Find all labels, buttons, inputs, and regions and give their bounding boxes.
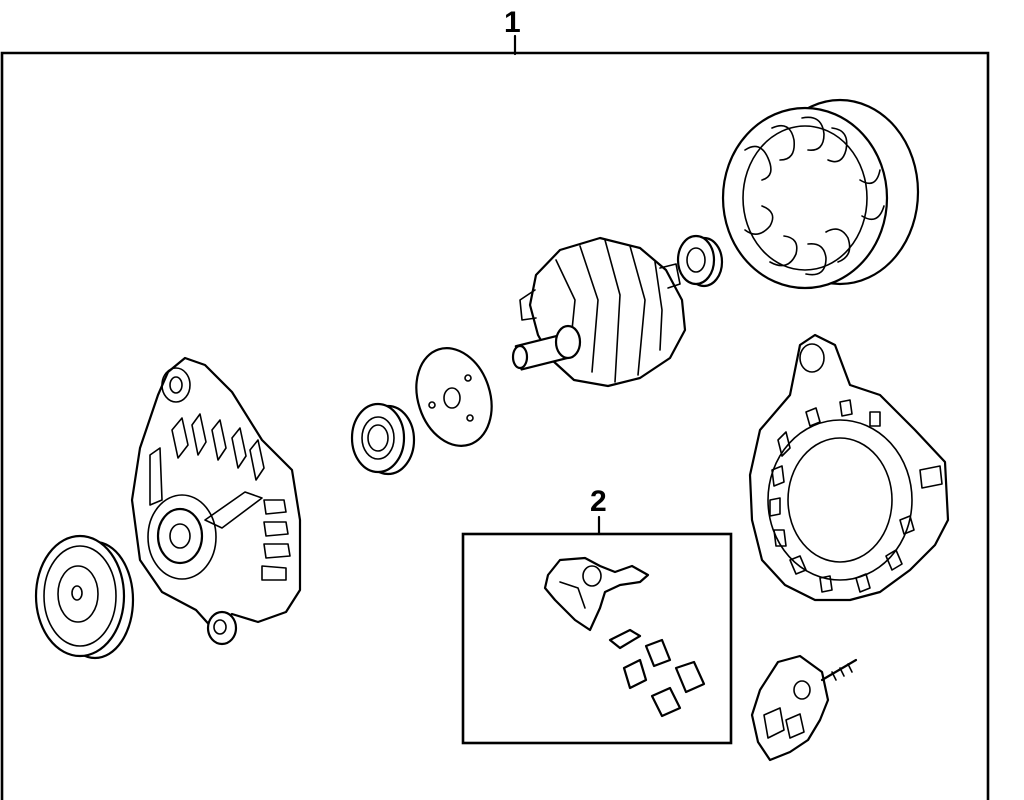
rotor-icon (511, 236, 687, 388)
pulley-icon (34, 534, 135, 660)
drive-end-housing-icon (130, 356, 302, 646)
brush-kit-box (461, 532, 733, 745)
callout-1-label: 1 (504, 6, 521, 39)
bearing-icon (676, 234, 724, 288)
rear-housing-icon (748, 333, 950, 602)
brush-holder-icon (543, 556, 650, 632)
callout-2-label: 2 (590, 485, 607, 518)
brushes-icon (608, 628, 706, 718)
regulator-icon (750, 654, 858, 762)
stator-icon (721, 98, 920, 290)
bearing-icon (350, 402, 416, 476)
retainer-plate-icon (415, 347, 493, 447)
assembly-frame (0, 51, 990, 800)
